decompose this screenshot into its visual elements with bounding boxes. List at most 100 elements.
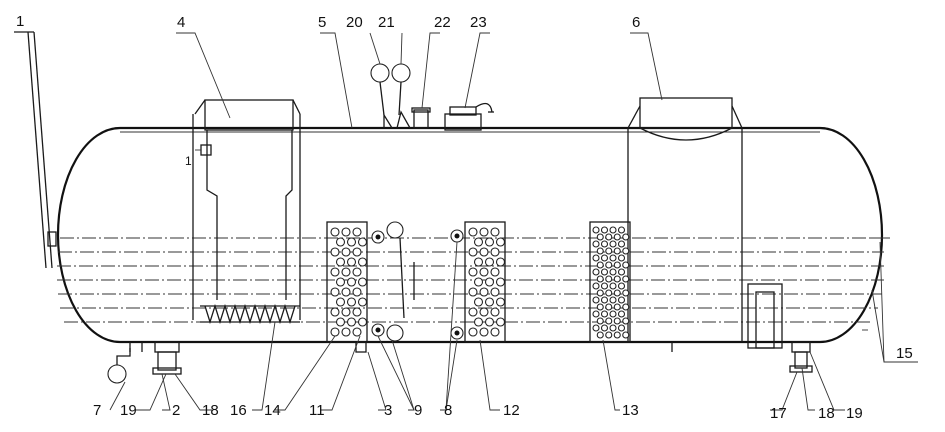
- baffle-hole: [335, 277, 346, 287]
- baffle-hole: [592, 240, 600, 248]
- baffle-hole: [473, 297, 484, 307]
- bottom-nozzles: [129, 341, 813, 375]
- baffle-hole: [596, 289, 604, 297]
- baffle-hole: [341, 327, 351, 337]
- baffle-hole: [330, 327, 340, 337]
- heating-coil: [200, 303, 300, 325]
- baffle-hole: [341, 247, 351, 257]
- baffle-hole: [357, 277, 368, 287]
- baffle-hole: [352, 227, 362, 237]
- baffle-hole: [341, 287, 351, 297]
- baffle-hole: [605, 289, 613, 297]
- baffle-hole: [609, 254, 617, 262]
- baffle-hole: [609, 226, 617, 234]
- callout-labels: 1 2 3 4 5 6 7 8 9 11 12 13 14 15 16 17 1…: [16, 13, 913, 422]
- outlet-sump: [747, 283, 783, 349]
- callout-11: 11: [309, 402, 325, 419]
- callout-20: 20: [346, 14, 363, 31]
- pressure-gauge: [107, 348, 131, 384]
- baffle-hole: [490, 327, 500, 337]
- baffle-hole: [617, 296, 626, 304]
- baffle-hole: [609, 240, 617, 248]
- callout-17: 17: [770, 405, 787, 422]
- top-fittings: [370, 63, 494, 131]
- baffle-hole: [473, 237, 484, 247]
- baffle-hole: [622, 261, 630, 269]
- baffle-hole: [330, 247, 340, 257]
- baffle-hole: [592, 296, 600, 304]
- baffle-hole: [468, 287, 478, 297]
- baffle-hole: [484, 297, 495, 307]
- baffle-hole: [341, 267, 351, 277]
- baffle-hole: [468, 327, 478, 337]
- baffle-hole: [479, 247, 489, 257]
- baffle-hole: [468, 307, 478, 317]
- baffle-hole: [596, 247, 604, 255]
- baffle-hole: [605, 275, 613, 283]
- callout-5: 5: [318, 14, 326, 31]
- baffle-hole: [600, 310, 609, 318]
- baffle-hole: [473, 277, 484, 287]
- baffle-hole: [600, 282, 609, 290]
- baffle-hole: [596, 317, 604, 325]
- baffle-hole: [622, 303, 630, 311]
- baffle-hole: [335, 297, 346, 307]
- baffle-hole: [335, 257, 346, 267]
- tank-shell: [56, 126, 884, 344]
- baffle-hole: [352, 267, 362, 277]
- callout-8: 8: [444, 402, 452, 419]
- baffle-hole: [335, 317, 346, 327]
- baffle-hole: [479, 227, 489, 237]
- baffle-hole: [473, 317, 484, 327]
- baffle-hole: [495, 237, 506, 247]
- baffle-hole: [495, 317, 506, 327]
- baffle-hole: [622, 275, 630, 283]
- baffle-hole: [600, 226, 609, 234]
- baffle-hole: [357, 317, 368, 327]
- callout-18a: 18: [202, 402, 219, 419]
- manway-left: [192, 99, 301, 320]
- baffle-hole: [352, 307, 362, 317]
- baffle-hole: [596, 275, 604, 283]
- callout-4: 4: [177, 14, 185, 31]
- baffle-hole: [479, 307, 489, 317]
- baffle-hole: [600, 268, 609, 276]
- baffle-hole: [622, 247, 630, 255]
- baffle-hole: [600, 324, 609, 332]
- baffle-hole: [341, 307, 351, 317]
- baffle-hole: [613, 261, 621, 269]
- baffle-hole: [468, 227, 478, 237]
- baffle-hole: [592, 282, 600, 290]
- baffle-hole: [592, 226, 600, 234]
- baffle-hole: [490, 287, 500, 297]
- inline-marker-1: 1: [185, 154, 192, 168]
- baffle-hole: [346, 277, 357, 287]
- baffle-hole: [490, 247, 500, 257]
- baffle-hole: [490, 267, 500, 277]
- baffle-hole: [468, 267, 478, 277]
- baffle-hole: [613, 247, 621, 255]
- baffle-hole: [609, 282, 617, 290]
- baffle-hole: [617, 282, 626, 290]
- baffle-hole: [357, 257, 368, 267]
- callout-7: 7: [93, 402, 101, 419]
- baffle-hole: [605, 303, 613, 311]
- baffle-hole: [609, 296, 617, 304]
- baffle-hole: [609, 324, 617, 332]
- baffle-hole: [592, 268, 600, 276]
- baffle-hole: [484, 237, 495, 247]
- baffle-hole: [613, 275, 621, 283]
- baffle-hole: [479, 287, 489, 297]
- ladder: [14, 31, 57, 269]
- baffle-hole: [346, 237, 357, 247]
- baffle-hole: [341, 227, 351, 237]
- baffle-hole: [357, 237, 368, 247]
- baffle-hole: [468, 247, 478, 257]
- baffle-hole: [495, 277, 506, 287]
- baffle-hole: [605, 261, 613, 269]
- baffle-hole: [330, 307, 340, 317]
- level-gauge-box: [200, 144, 212, 156]
- baffle-hole: [330, 227, 340, 237]
- baffle-hole: [592, 324, 600, 332]
- baffle-hole: [484, 277, 495, 287]
